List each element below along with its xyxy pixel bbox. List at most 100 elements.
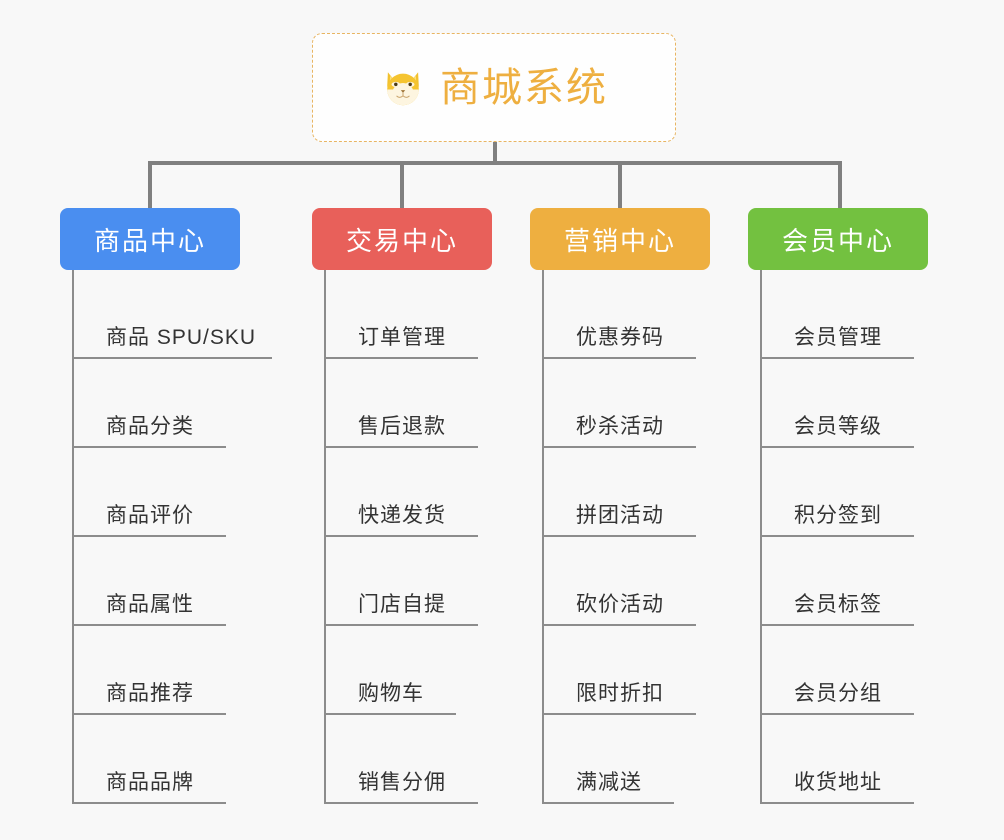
leaf-item[interactable]: 订单管理 (324, 270, 492, 359)
leaf-item[interactable]: 会员等级 (760, 359, 928, 448)
leaf-rule (72, 535, 226, 537)
leaf-label: 会员分组 (794, 681, 882, 705)
leaf-item[interactable]: 购物车 (324, 626, 492, 715)
connector-drop-marketing-center (618, 161, 622, 209)
leaf-item[interactable]: 优惠券码 (542, 270, 710, 359)
leaf-label: 满减送 (576, 770, 642, 794)
leaf-label: 秒杀活动 (576, 414, 664, 438)
leaf-rule (542, 357, 696, 359)
leaf-label: 会员标签 (794, 592, 882, 616)
leaf-label: 订单管理 (358, 325, 446, 349)
connector-drop-product-center (148, 161, 152, 209)
connector-drop-member-center (838, 161, 842, 209)
leaf-rule (760, 535, 914, 537)
leaf-rule (324, 713, 456, 715)
leaf-list-product-center: 商品 SPU/SKU 商品分类 商品评价 商品属性 商品推荐 商品品牌 (72, 270, 272, 804)
leaf-label: 砍价活动 (576, 592, 664, 616)
category-header-product-center[interactable]: 商品中心 (60, 208, 240, 270)
leaf-label: 商品推荐 (106, 681, 194, 705)
leaf-item[interactable]: 会员管理 (760, 270, 928, 359)
leaf-label: 优惠券码 (576, 325, 664, 349)
leaf-label: 会员管理 (794, 325, 882, 349)
leaf-label: 商品品牌 (106, 770, 194, 794)
leaf-rule (72, 624, 226, 626)
leaf-rule (72, 357, 272, 359)
leaf-label: 商品 SPU/SKU (106, 325, 257, 349)
leaf-item[interactable]: 积分签到 (760, 448, 928, 537)
category-title: 交易中心 (345, 225, 458, 256)
category-column-product-center: 商品中心 商品 SPU/SKU 商品分类 商品评价 商品属性 商品推荐 (60, 208, 272, 804)
leaf-label: 购物车 (358, 681, 424, 705)
category-title: 会员中心 (781, 225, 894, 256)
leaf-rule (542, 624, 696, 626)
leaf-item[interactable]: 商品推荐 (72, 626, 256, 715)
leaf-rule (324, 802, 478, 804)
leaf-rule (324, 357, 478, 359)
leaf-item[interactable]: 秒杀活动 (542, 359, 710, 448)
leaf-rule (542, 802, 674, 804)
leaf-label: 销售分佣 (358, 770, 446, 794)
leaf-item[interactable]: 会员标签 (760, 537, 928, 626)
leaf-item[interactable]: 快递发货 (324, 448, 492, 537)
leaf-rule (760, 713, 914, 715)
leaf-label: 商品评价 (106, 503, 194, 527)
leaf-rule (542, 713, 696, 715)
leaf-label: 商品分类 (106, 414, 194, 438)
shiba-inu-dog-icon (380, 65, 426, 111)
leaf-rule (542, 535, 696, 537)
leaf-label: 快递发货 (358, 503, 446, 527)
leaf-rule (760, 446, 914, 448)
leaf-rule (324, 446, 478, 448)
category-column-marketing-center: 营销中心 优惠券码 秒杀活动 拼团活动 砍价活动 限时折扣 (530, 208, 710, 804)
leaf-label: 门店自提 (358, 592, 446, 616)
leaf-item[interactable]: 商品分类 (72, 359, 256, 448)
leaf-rule (760, 802, 914, 804)
leaf-item[interactable]: 拼团活动 (542, 448, 710, 537)
category-header-trade-center[interactable]: 交易中心 (312, 208, 492, 270)
leaf-label: 收货地址 (794, 770, 882, 794)
leaf-item[interactable]: 限时折扣 (542, 626, 710, 715)
leaf-rule (324, 624, 478, 626)
category-title: 营销中心 (563, 225, 676, 256)
leaf-list-marketing-center: 优惠券码 秒杀活动 拼团活动 砍价活动 限时折扣 满减送 (542, 270, 710, 804)
leaf-rule (72, 802, 226, 804)
leaf-item[interactable]: 会员分组 (760, 626, 928, 715)
leaf-spine (542, 270, 544, 804)
root-title: 商城系统 (440, 65, 608, 110)
leaf-rule (760, 357, 914, 359)
category-column-member-center: 会员中心 会员管理 会员等级 积分签到 会员标签 会员分组 (748, 208, 928, 804)
leaf-label: 积分签到 (794, 503, 882, 527)
leaf-label: 拼团活动 (576, 503, 664, 527)
leaf-item[interactable]: 收货地址 (760, 715, 928, 804)
leaf-spine (72, 270, 74, 804)
leaf-label: 售后退款 (358, 414, 446, 438)
leaf-rule (542, 446, 696, 448)
leaf-item[interactable]: 门店自提 (324, 537, 492, 626)
leaf-item[interactable]: 满减送 (542, 715, 710, 804)
leaf-item[interactable]: 商品属性 (72, 537, 256, 626)
root-node[interactable]: 商城系统 (312, 33, 676, 142)
leaf-spine (760, 270, 762, 804)
leaf-rule (72, 446, 226, 448)
leaf-label: 商品属性 (106, 592, 194, 616)
category-title: 商品中心 (93, 225, 206, 256)
category-header-member-center[interactable]: 会员中心 (748, 208, 928, 270)
leaf-label: 会员等级 (794, 414, 882, 438)
connector-root-stem (493, 142, 497, 164)
leaf-label: 限时折扣 (576, 681, 664, 705)
connector-drop-trade-center (400, 161, 404, 209)
category-header-marketing-center[interactable]: 营销中心 (530, 208, 710, 270)
leaf-item[interactable]: 商品品牌 (72, 715, 256, 804)
leaf-rule (72, 713, 226, 715)
leaf-item[interactable]: 售后退款 (324, 359, 492, 448)
leaf-item[interactable]: 销售分佣 (324, 715, 492, 804)
connector-horizontal-bar (148, 161, 842, 165)
category-column-trade-center: 交易中心 订单管理 售后退款 快递发货 门店自提 购物车 (312, 208, 492, 804)
leaf-item[interactable]: 砍价活动 (542, 537, 710, 626)
leaf-item[interactable]: 商品 SPU/SKU (72, 270, 272, 359)
leaf-rule (324, 535, 478, 537)
leaf-rule (760, 624, 914, 626)
leaf-spine (324, 270, 326, 804)
leaf-item[interactable]: 商品评价 (72, 448, 256, 537)
